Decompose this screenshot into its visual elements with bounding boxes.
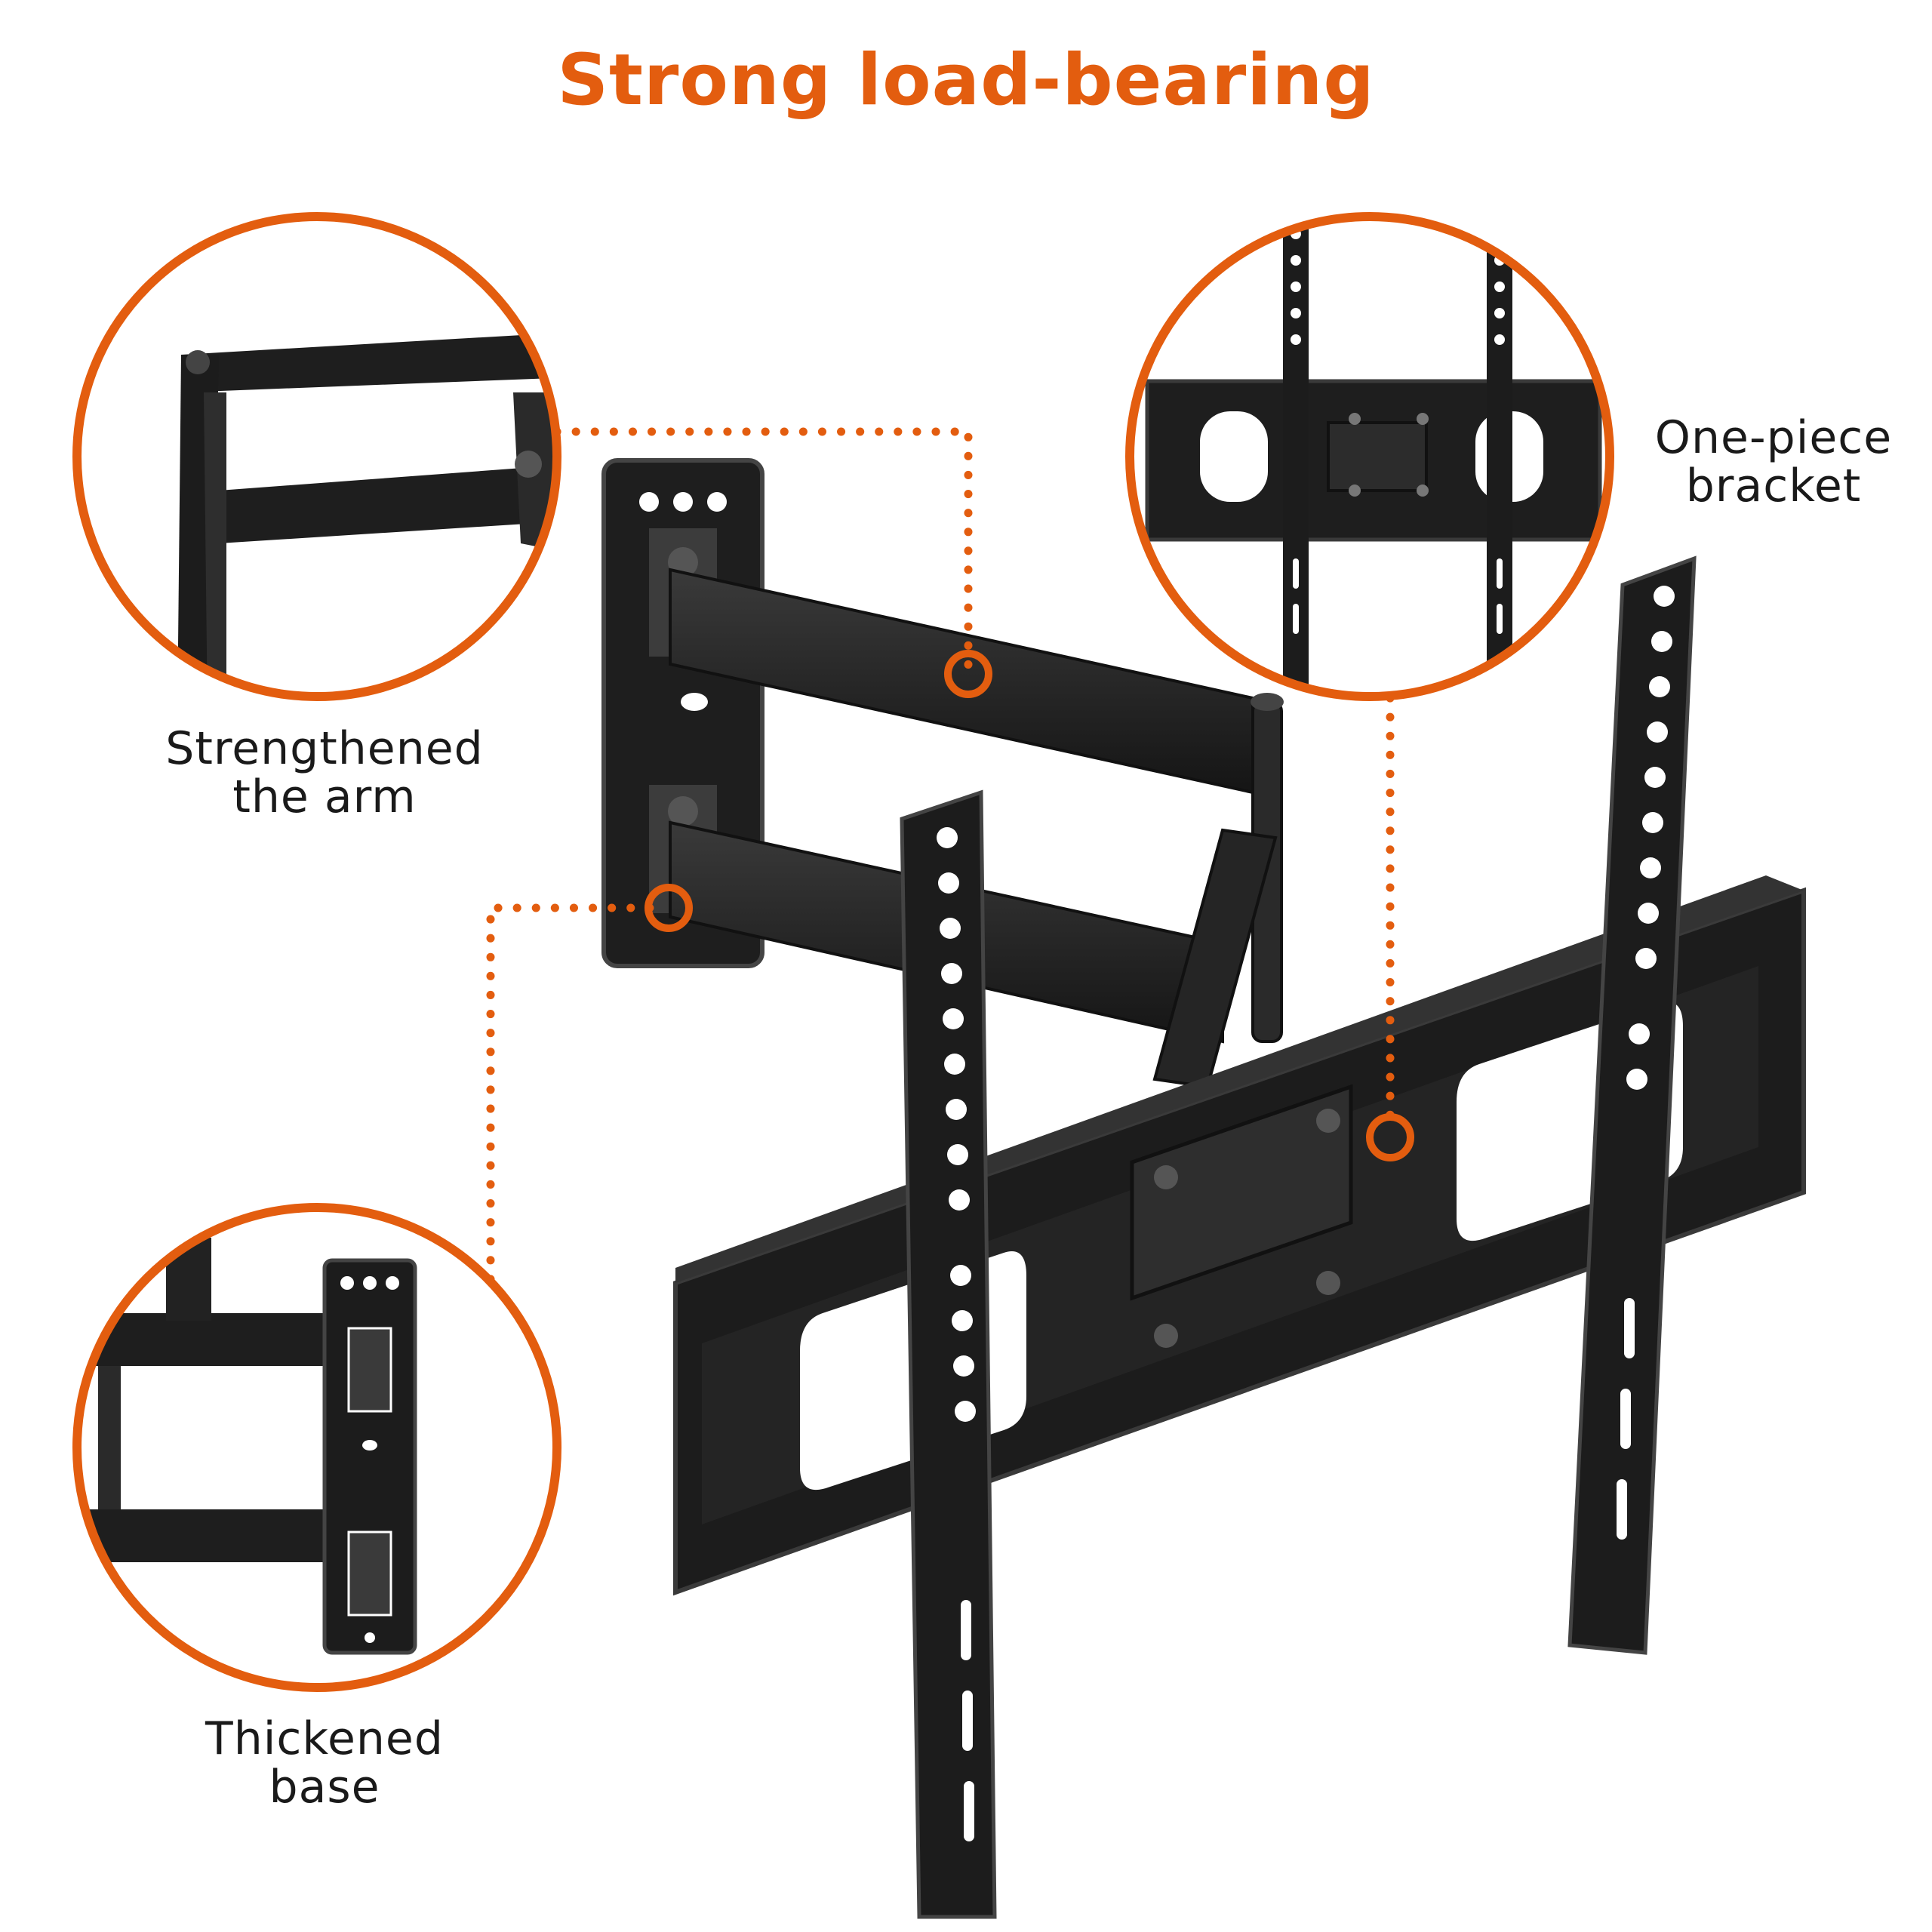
marker-bracket [1366,1113,1414,1161]
caption-bracket-line-1: One-piece [1654,411,1893,464]
caption-arm-line-2: the arm [232,771,417,823]
marker-base [645,884,693,932]
thickened-base-detail-icon [72,1203,561,1692]
vertical-rail-left [900,789,997,1919]
caption-bracket: One-piece bracket [1630,414,1917,510]
caption-arm-line-1: Strengthened [165,722,484,775]
caption-bracket-line-2: bracket [1685,460,1862,512]
caption-base: Thickened base [136,1715,513,1811]
one-piece-bracket-detail-icon [1125,212,1614,701]
caption-arm: Strengthened the arm [113,724,536,821]
leader-lines [486,427,1395,1284]
vertical-rail-right [1567,555,1697,1655]
caption-base-line-2: base [269,1761,380,1814]
leader-line-arm [552,427,973,678]
page-title: Strong load-bearing [557,39,1375,122]
strengthened-arm-detail-icon [72,212,561,701]
marker-arm [944,650,992,698]
tv-wall-mount [601,458,1806,1919]
caption-base-line-1: Thickened [205,1712,444,1765]
